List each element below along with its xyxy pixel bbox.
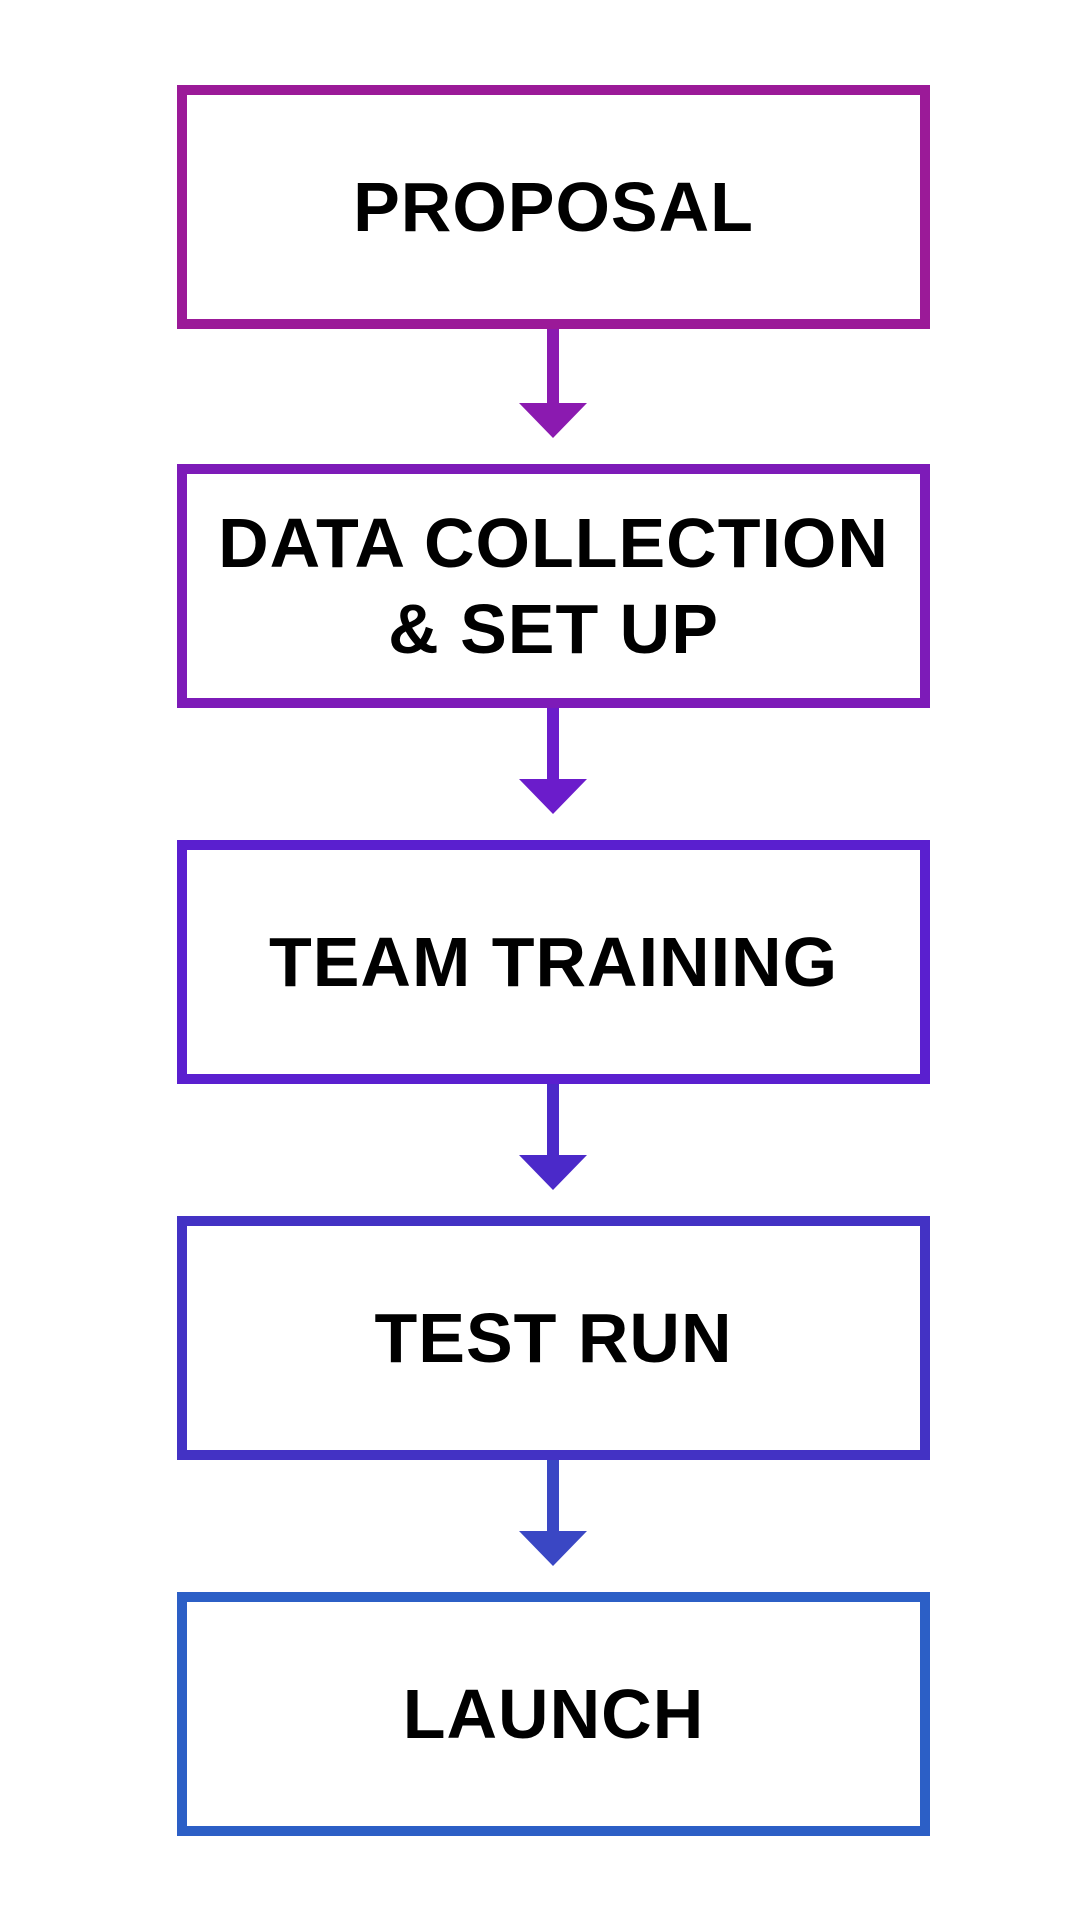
step-box-launch: LAUNCH <box>177 1592 930 1836</box>
arrow-2 <box>519 708 587 814</box>
step-box-team-training: TEAM TRAINING <box>177 840 930 1084</box>
step-box-test-run: TEST RUN <box>177 1216 930 1460</box>
step-label-proposal: PROPOSAL <box>353 168 754 246</box>
step-label-launch: LAUNCH <box>402 1675 705 1753</box>
step-label-test-run: TEST RUN <box>374 1299 733 1377</box>
step-label-data-collection: DATA COLLECTION & SET UP <box>218 504 889 668</box>
step-label-team-training: TEAM TRAINING <box>268 923 839 1001</box>
arrow-1 <box>519 329 587 438</box>
arrow-3 <box>519 1084 587 1190</box>
step-box-data-collection: DATA COLLECTION & SET UP <box>177 464 930 708</box>
step-box-proposal: PROPOSAL <box>177 85 930 329</box>
arrow-4 <box>519 1460 587 1566</box>
